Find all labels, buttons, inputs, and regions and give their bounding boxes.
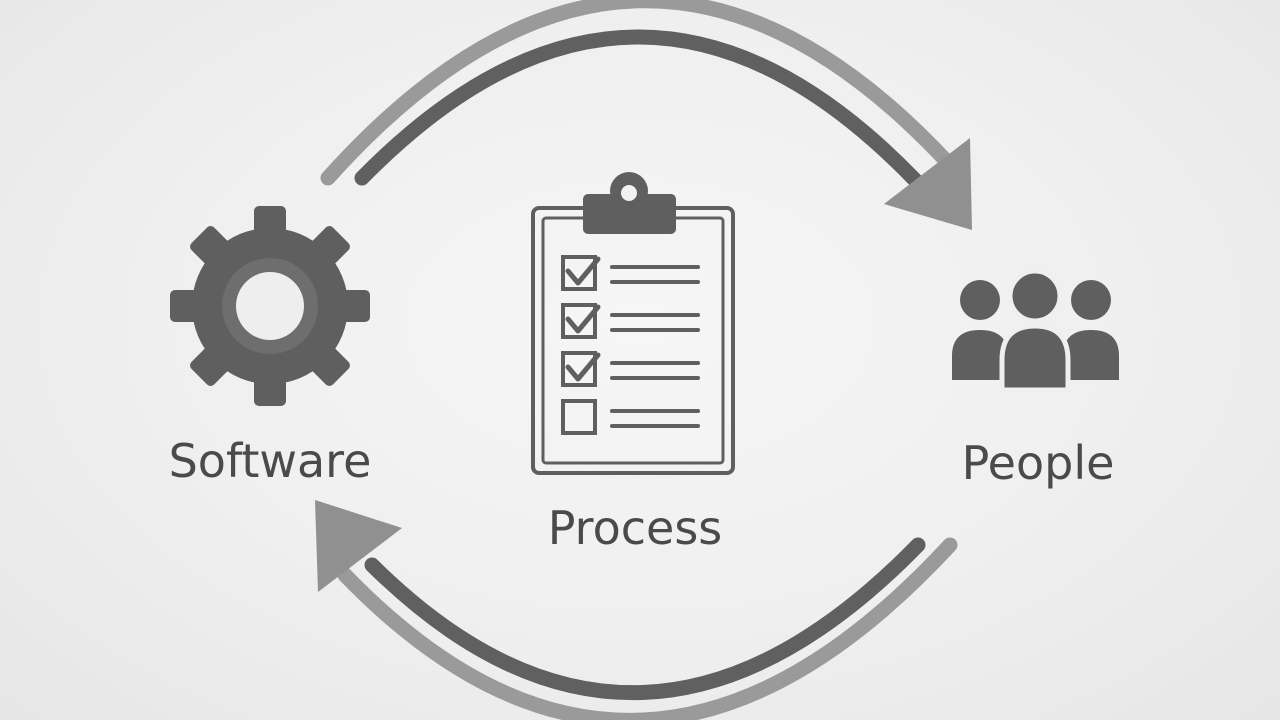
checklist-row [561, 255, 700, 291]
unchecked-box-icon [561, 399, 597, 435]
arrow-bottom-inner-track [364, 537, 926, 701]
software-label: Software [168, 434, 372, 488]
arrow-top-inner-track [354, 29, 923, 188]
checklist-row [561, 399, 700, 435]
gear-icon [170, 206, 370, 406]
people-group-icon [952, 268, 1119, 393]
clipboard-checklist-icon [531, 172, 735, 475]
arrow-software-to-people [320, 0, 972, 230]
checkmark-icon [565, 256, 601, 286]
checked-box-icon [561, 303, 597, 339]
people-label: People [961, 436, 1115, 490]
checkmark-icon [565, 304, 601, 334]
checklist-row [561, 303, 700, 339]
checked-box-icon [561, 351, 597, 387]
checked-box-icon [561, 255, 597, 291]
checkmark-icon [565, 352, 601, 382]
arrow-bottom-head [315, 500, 402, 592]
checklist-row [561, 351, 700, 387]
arrow-top-outer-track [320, 0, 958, 186]
process-label: Process [547, 501, 723, 555]
arrow-top-head [884, 138, 972, 230]
